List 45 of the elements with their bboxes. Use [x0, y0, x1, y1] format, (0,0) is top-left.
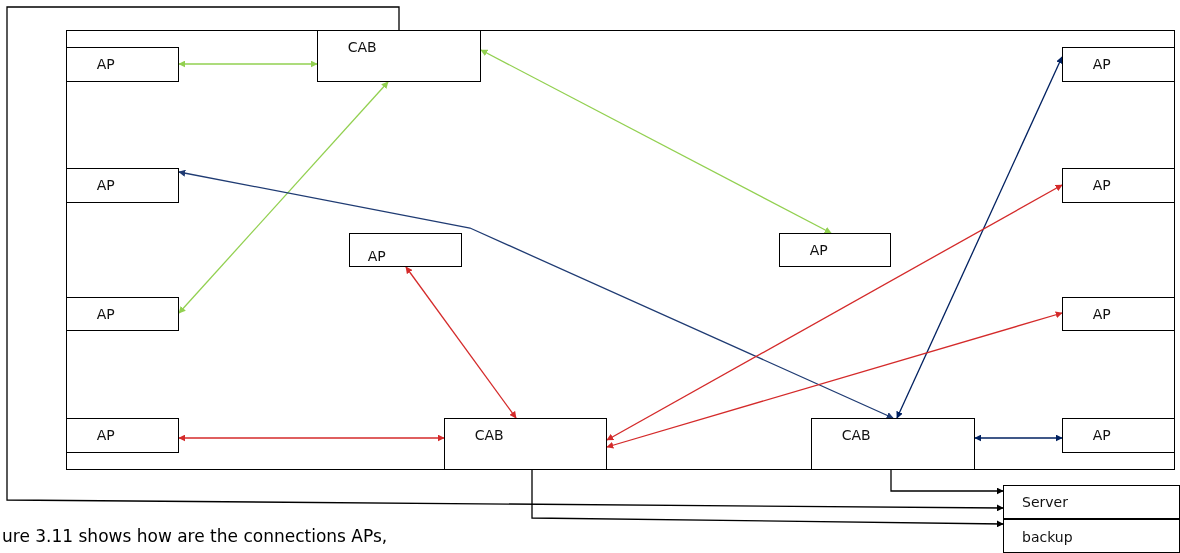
arrow — [178, 169, 894, 419]
node-label: AP — [96, 176, 115, 193]
node-label: Server — [1022, 494, 1068, 510]
device-box — [810, 417, 975, 470]
node-label: CAB — [474, 426, 504, 443]
device-box — [65, 46, 179, 82]
arrow — [480, 49, 832, 234]
arrow — [178, 60, 318, 68]
device-box — [1061, 417, 1175, 453]
node-label: backup — [1022, 529, 1073, 545]
node-label: CAB — [841, 426, 871, 443]
server-box — [1003, 519, 1180, 553]
node-label: AP — [809, 241, 828, 258]
device-box — [778, 232, 891, 267]
arrow — [896, 56, 1063, 419]
arrow — [606, 311, 1063, 449]
device-box — [316, 29, 481, 82]
server-box — [1003, 485, 1180, 519]
device-box — [65, 296, 179, 331]
device-box — [1061, 46, 1175, 82]
device-box — [348, 232, 462, 267]
arrow — [178, 81, 389, 314]
node-label: AP — [1092, 426, 1111, 443]
arrow — [405, 266, 517, 419]
device-box — [443, 417, 607, 470]
node-label: AP — [367, 247, 386, 264]
arrow — [606, 184, 1063, 441]
device-box — [1061, 167, 1175, 203]
arrow — [6, 6, 1004, 512]
device-box — [65, 167, 179, 203]
arrow — [974, 434, 1063, 442]
node-label: AP — [1092, 305, 1111, 322]
caption-text: ure 3.11 shows how are the connections APs, — [2, 526, 388, 546]
node-label: AP — [96, 55, 115, 72]
node-label: AP — [96, 305, 115, 322]
node-label: CAB — [347, 38, 377, 55]
node-label: AP — [96, 426, 115, 443]
arrow — [890, 469, 1004, 495]
node-label: AP — [1092, 55, 1111, 72]
device-box — [1061, 296, 1175, 331]
arrow — [178, 434, 445, 442]
arrow — [531, 469, 1004, 528]
network-frame — [66, 30, 1175, 470]
node-label: AP — [1092, 176, 1111, 193]
device-box — [65, 417, 179, 453]
